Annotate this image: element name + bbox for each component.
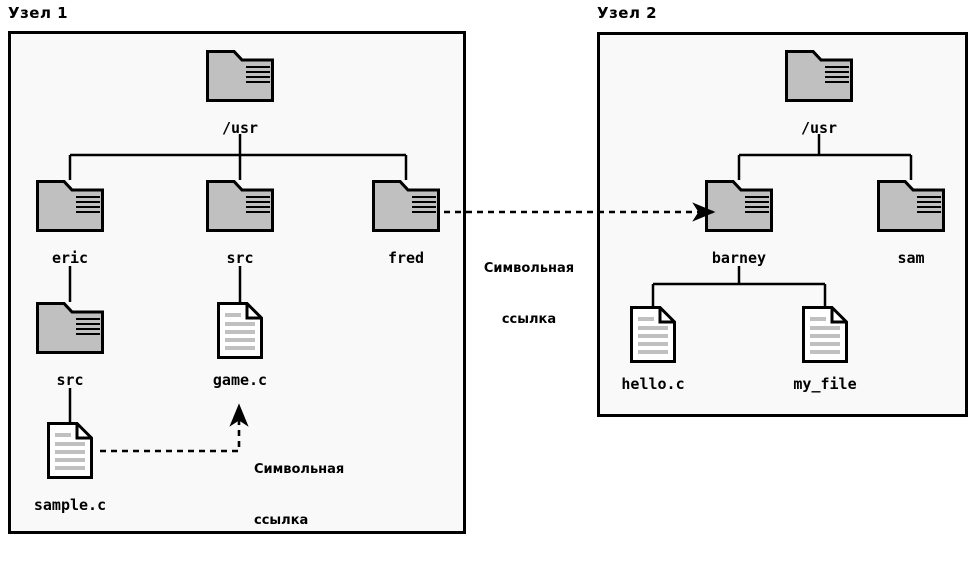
symlink-arrow-samplec-to-gamec (100, 403, 249, 453)
symlink-label-cross-line2: ссылка (501, 312, 557, 327)
node-label-myfile: my_file (793, 375, 857, 393)
folder-icon-src-top (206, 180, 274, 232)
folder-icon-sam (877, 180, 945, 232)
node-label-src-sub: src (56, 371, 84, 389)
symlink-label-internal-line1: Символьная (254, 462, 345, 477)
symlink-label-internal: Символьная ссылка (254, 427, 344, 563)
connector-usr-children-node1 (68, 134, 408, 180)
diagram-graphics (36, 50, 945, 479)
symlink-label-cross-line1: Символьная (483, 261, 575, 276)
panel-title-node2: Узел 2 (597, 4, 658, 22)
node-label-barney: barney (711, 249, 767, 267)
folder-icon-src-sub (36, 302, 104, 354)
node-label-helloc: hello.c (621, 375, 685, 393)
file-icon-samplec (47, 422, 93, 479)
connector-barney-children (651, 266, 827, 306)
folder-icon-fred (372, 180, 440, 232)
node-label-sam: sam (897, 249, 925, 267)
node-label-fred: fred (387, 249, 425, 267)
node-label-eric: eric (51, 249, 89, 267)
node-label-usr-node2: /usr (800, 119, 838, 137)
folder-icon-barney (705, 180, 773, 232)
node-label-usr-node1: /usr (221, 119, 259, 137)
file-icon-helloc (630, 306, 676, 363)
folder-icon-usr-node2 (785, 50, 853, 102)
diagram-canvas: Узел 1 Узел 2 (8, 4, 968, 534)
node-label-samplec: sample.c (33, 496, 107, 514)
panel-title-node1: Узел 1 (8, 4, 69, 22)
node-label-src-top: src (226, 249, 254, 267)
folder-icon-eric (36, 180, 104, 232)
symlink-label-cross-node: Символьная ссылка (484, 226, 574, 362)
file-icon-gamec (217, 302, 263, 359)
connector-usr-children-node2 (737, 134, 913, 180)
folder-icon-usr-node1 (206, 50, 274, 102)
symlink-label-internal-line2: ссылка (254, 513, 309, 528)
file-icon-myfile (802, 306, 848, 363)
node-label-gamec: game.c (212, 371, 268, 389)
